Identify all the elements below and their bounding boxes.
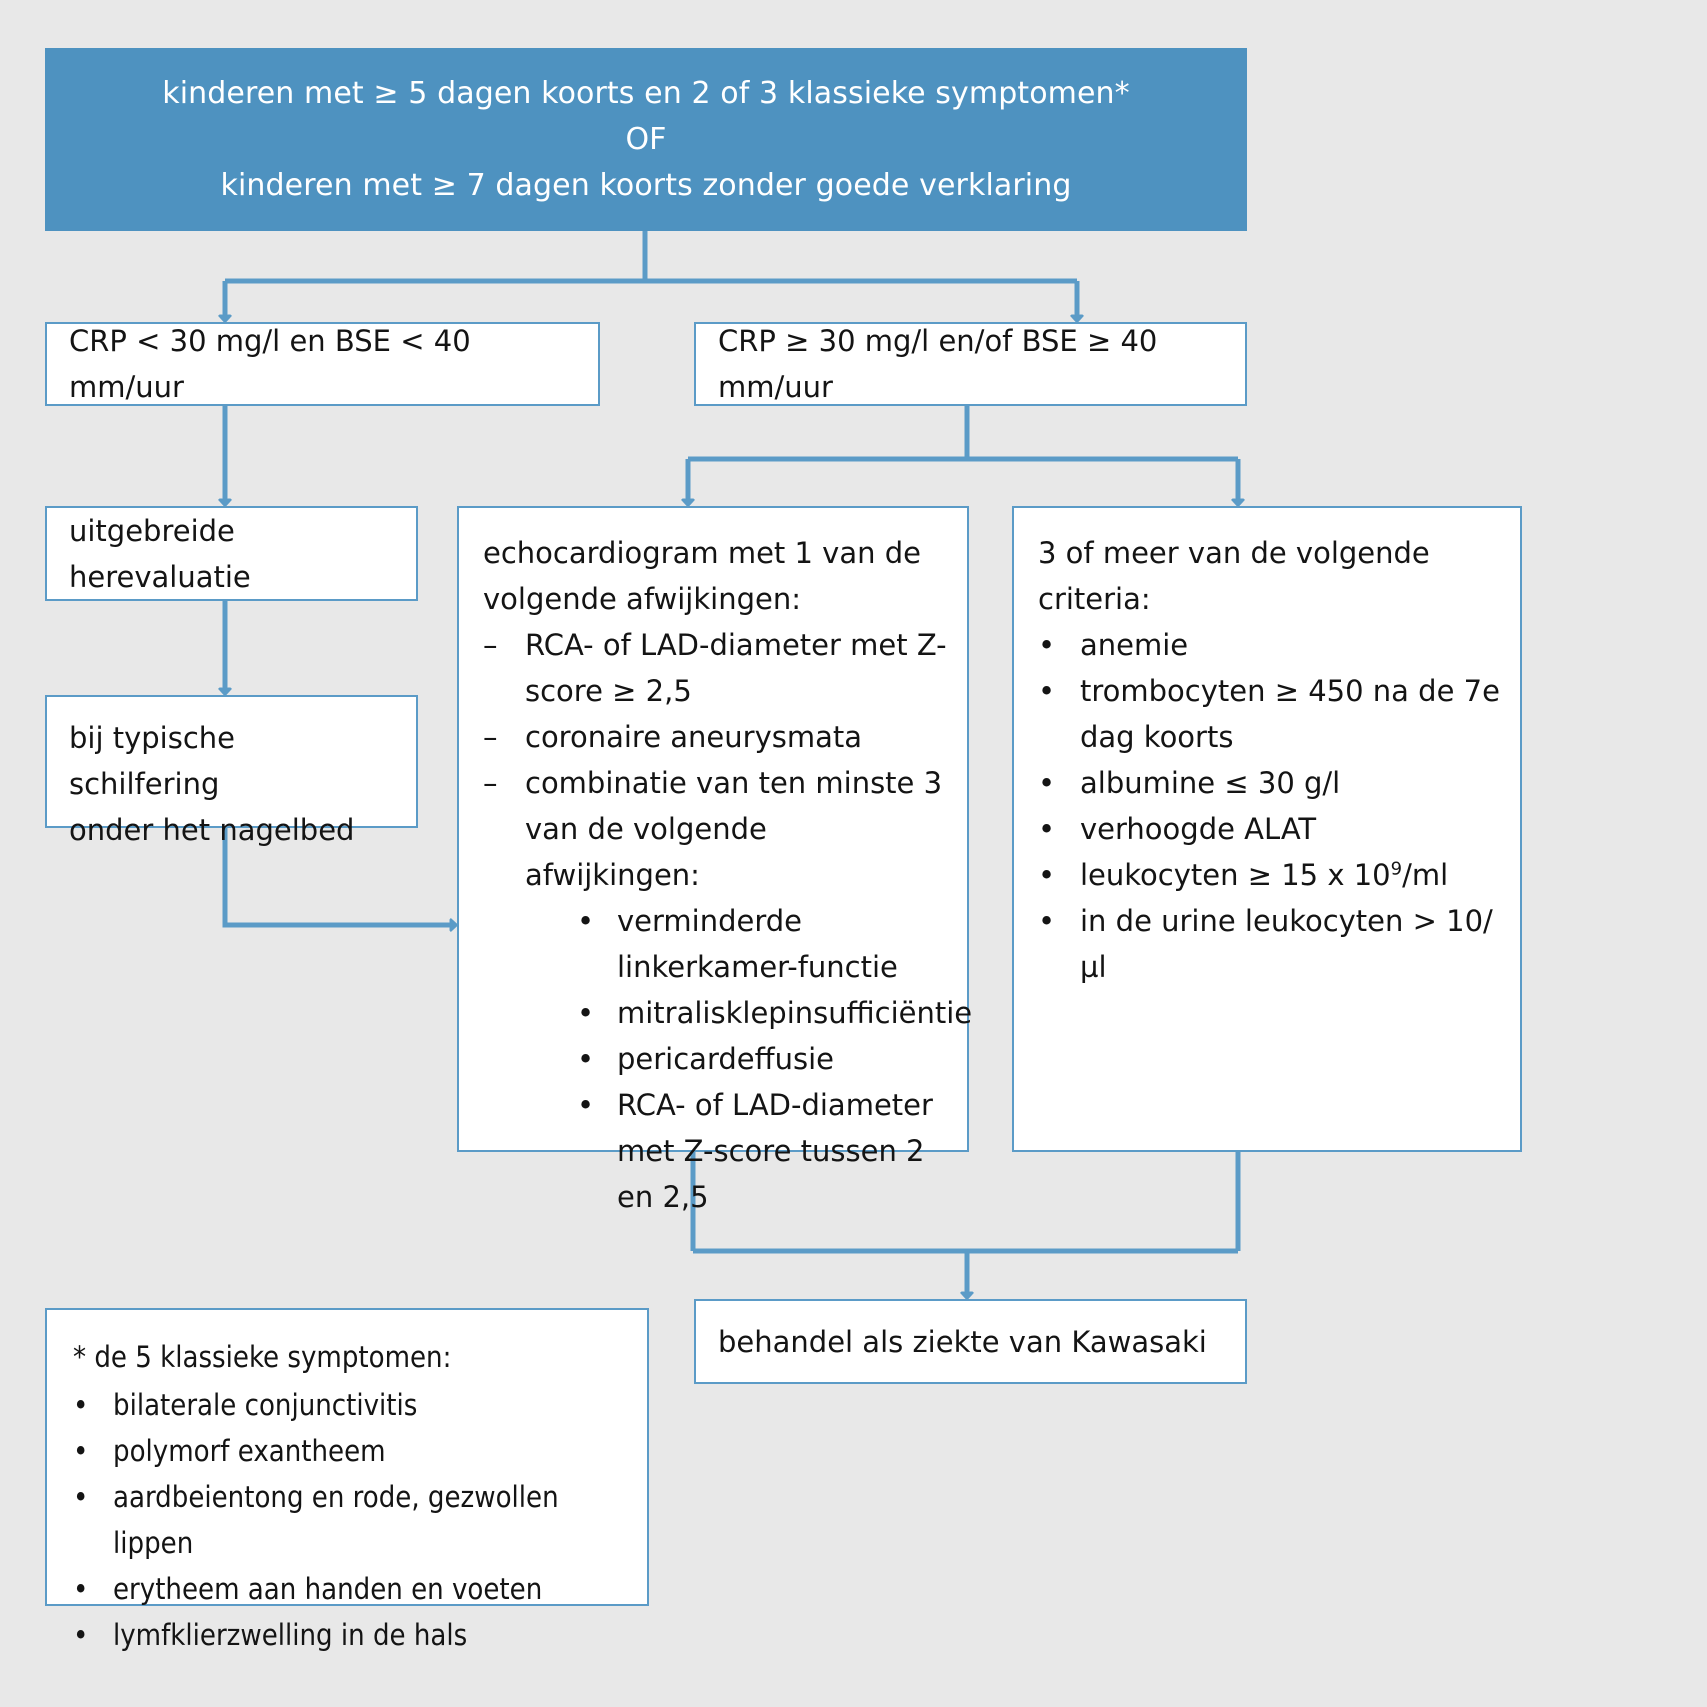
echo-subitem: • mitralisklepinsufficiëntie <box>577 990 972 1036</box>
branch-left-label: CRP < 30 mg/l en BSE < 40 mm/uur <box>69 324 471 404</box>
echo-subitem: • pericardeffusie <box>577 1036 947 1082</box>
bullet-marker: • <box>73 1388 89 1422</box>
peeling-text: bij typische schilfering onder het nagel… <box>47 697 416 869</box>
criteria-title: 3 of meer van de volgende criteria: <box>1038 536 1430 616</box>
criteria-item: • verhoogde ALAT <box>1038 806 1502 852</box>
bullet-marker: • <box>1038 858 1056 892</box>
echo-subitem-text: mitralisklepinsufficiëntie <box>617 996 973 1030</box>
peeling-line-1: bij typische schilfering <box>69 721 236 801</box>
footnote-list: • bilaterale conjunctivitis • polymorf e… <box>73 1382 627 1658</box>
footnote-item-text: bilaterale conjunctivitis <box>113 1388 418 1422</box>
header-line-3: kinderen met ≥ 7 dagen koorts zonder goe… <box>220 167 1072 203</box>
footnote-item-text: aardbeientong en rode, gezwollen lippen <box>113 1480 559 1560</box>
bullet-marker: • <box>1038 674 1056 708</box>
peeling-line-2: onder het nagelbed <box>69 813 355 847</box>
echo-subitem-text: RCA- of LAD-diameter met Z-score tussen … <box>617 1088 933 1214</box>
branch-right-label: CRP ≥ 30 mg/l en/of BSE ≥ 40 mm/uur <box>718 324 1158 404</box>
criteria-item-text: verhoogde ALAT <box>1080 812 1317 846</box>
footnote-item: • polymorf exantheem <box>73 1428 627 1474</box>
outcome-label: behandel als ziekte van Kawasaki <box>718 1324 1207 1359</box>
echo-item: – combinatie van ten minste 3 van de vol… <box>483 760 972 1220</box>
bullet-marker: • <box>73 1434 89 1468</box>
echo-item-text: combinatie van ten minste 3 van de volge… <box>525 766 943 892</box>
bullet-marker: • <box>1038 904 1056 938</box>
bullet-marker: • <box>577 904 595 938</box>
criteria-list: • anemie • trombocyten ≥ 450 na de 7e da… <box>1038 622 1502 990</box>
criteria-item-text: albumine ≤ 30 g/l <box>1080 766 1341 800</box>
branch-left-box: CRP < 30 mg/l en BSE < 40 mm/uur <box>45 322 600 406</box>
echo-content: echocardiogram met 1 van de volgende afw… <box>459 508 972 1220</box>
peeling-box: bij typische schilfering onder het nagel… <box>45 695 418 847</box>
criteria-box: 3 of meer van de volgende criteria: • an… <box>1012 506 1522 1152</box>
echo-item: – RCA- of LAD-diameter met Z-score ≥ 2,5 <box>483 622 947 714</box>
echo-subitem: • verminderde linkerkamer-functie <box>577 898 947 990</box>
bullet-marker: • <box>577 996 595 1030</box>
echo-subitem: • RCA- of LAD-diameter met Z-score tusse… <box>577 1082 947 1220</box>
bullet-marker: • <box>577 1042 595 1076</box>
criteria-item-text: in de urine leukocyten > 10/µl <box>1080 904 1493 984</box>
criteria-content: 3 of meer van de volgende criteria: • an… <box>1014 508 1520 990</box>
dash-marker: – <box>483 766 498 800</box>
header-box: kinderen met ≥ 5 dagen koorts en 2 of 3 … <box>45 48 1247 231</box>
reevaluation-label: uitgebreide herevaluatie <box>69 513 251 594</box>
footnote-item: • erytheem aan handen en voeten <box>73 1566 627 1612</box>
bullet-marker: • <box>577 1088 595 1122</box>
bullet-marker: • <box>1038 628 1056 662</box>
criteria-item-text: leukocyten ≥ 15 x 109/ml <box>1080 858 1449 892</box>
header-line-2: OF <box>625 121 667 157</box>
footnote-item-text: lymfklierzwelling in de hals <box>113 1618 468 1652</box>
criteria-item-text: trombocyten ≥ 450 na de 7e dag koorts <box>1080 674 1500 754</box>
criteria-item: • trombocyten ≥ 450 na de 7e dag koorts <box>1038 668 1502 760</box>
bullet-marker: • <box>73 1480 89 1514</box>
dash-marker: – <box>483 628 498 662</box>
bullet-marker: • <box>73 1572 89 1606</box>
footnote-item: • lymfklierzwelling in de hals <box>73 1612 627 1658</box>
echo-item: – coronaire aneurysmata <box>483 714 947 760</box>
echo-list: – RCA- of LAD-diameter met Z-score ≥ 2,5… <box>483 622 972 1220</box>
criteria-item: • anemie <box>1038 622 1502 668</box>
echo-item-text: coronaire aneurysmata <box>525 720 862 754</box>
footnote-content: * de 5 klassieke symptomen: • bilaterale… <box>47 1310 647 1658</box>
criteria-item: • albumine ≤ 30 g/l <box>1038 760 1502 806</box>
criteria-item: • leukocyten ≥ 15 x 109/ml <box>1038 852 1502 898</box>
footnote-item: • aardbeientong en rode, gezwollen lippe… <box>73 1474 627 1566</box>
footnote-item: • bilaterale conjunctivitis <box>73 1382 627 1428</box>
echo-item-text: RCA- of LAD-diameter met Z-score ≥ 2,5 <box>525 628 947 708</box>
footnote-item-text: erytheem aan handen en voeten <box>113 1572 543 1606</box>
branch-right-box: CRP ≥ 30 mg/l en/of BSE ≥ 40 mm/uur <box>694 322 1247 406</box>
echo-sublist: • verminderde linkerkamer-functie • mitr… <box>577 898 972 1220</box>
reevaluation-box: uitgebreide herevaluatie <box>45 506 418 601</box>
footnote-title: * de 5 klassieke symptomen: <box>73 1340 452 1374</box>
dash-marker: – <box>483 720 498 754</box>
echo-subitem-text: pericardeffusie <box>617 1042 834 1076</box>
header-line-1: kinderen met ≥ 5 dagen koorts en 2 of 3 … <box>162 75 1130 111</box>
bullet-marker: • <box>73 1618 89 1652</box>
bullet-marker: • <box>1038 766 1056 800</box>
criteria-item-text: anemie <box>1080 628 1189 662</box>
echo-box: echocardiogram met 1 van de volgende afw… <box>457 506 972 1214</box>
footnote-item-text: polymorf exantheem <box>113 1434 386 1468</box>
criteria-item: • in de urine leukocyten > 10/µl <box>1038 898 1502 990</box>
outcome-box: behandel als ziekte van Kawasaki <box>694 1299 1247 1384</box>
footnote-box: * de 5 klassieke symptomen: • bilaterale… <box>45 1308 649 1652</box>
echo-subitem-text: verminderde linkerkamer-functie <box>617 904 898 984</box>
bullet-marker: • <box>1038 812 1056 846</box>
echo-title: echocardiogram met 1 van de volgende afw… <box>483 536 921 616</box>
